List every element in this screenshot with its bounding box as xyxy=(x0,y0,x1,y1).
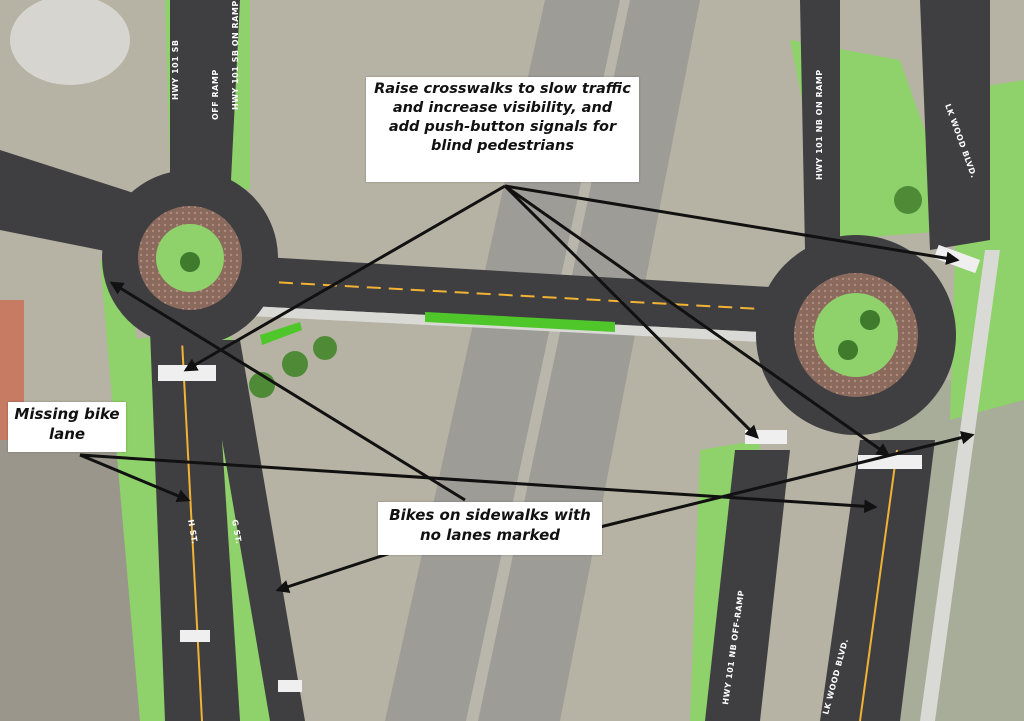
skatepark xyxy=(10,0,130,85)
east-roundabout-island xyxy=(814,293,898,377)
crosswalk-g-st xyxy=(180,630,210,642)
west-island-tree xyxy=(180,252,200,272)
arrow-sidewalk-east xyxy=(599,431,975,529)
arrow-sidewalk-west xyxy=(109,281,466,502)
lk-wood-south-road xyxy=(820,440,935,721)
overpass-bike-lane xyxy=(425,312,615,332)
hwy-101-sb-road xyxy=(170,0,240,200)
lk-wood-north-road xyxy=(920,0,990,250)
callout-crosswalks-line-3: add push-button signals for xyxy=(388,118,617,135)
callout-sidewalks-line-1: Bikes on sidewalks with xyxy=(389,506,591,524)
lk-wood-centerline xyxy=(859,449,898,721)
annotation-arrows xyxy=(79,184,975,594)
callout-bike-lane: Missing bike lane xyxy=(8,402,126,452)
crosswalk-west xyxy=(158,365,216,381)
tree-cluster-2 xyxy=(282,351,308,377)
east-sidewalk xyxy=(920,250,1000,721)
east-island-tree-2 xyxy=(838,340,858,360)
g-st-road xyxy=(205,340,305,721)
nb-on-ramp-road xyxy=(800,0,840,250)
nb-off-ramp-road xyxy=(705,450,790,721)
callout-crosswalks-line-1: Raise crosswalks to slow traffic xyxy=(374,81,631,97)
arrow-bike-lane-h-st xyxy=(79,453,191,503)
arrow-bike-lane-lk-wood xyxy=(79,453,878,514)
grass-west-strip xyxy=(100,260,170,721)
callout-sidewalks: Bikes on sidewalks with no lanes marked xyxy=(378,502,602,555)
label-sb-on-ramp: HWY 101 SB ON RAMP xyxy=(231,0,240,110)
label-g-st: G ST. xyxy=(230,519,243,545)
tree-cluster-3 xyxy=(313,336,337,360)
overpass-bike-lane-west xyxy=(260,322,302,345)
east-island-tree-1 xyxy=(860,310,880,330)
crosswalk-g-st-south xyxy=(278,680,302,692)
label-sb-off-ramp: OFF RAMP xyxy=(211,69,220,120)
callout-sidewalks-line-2: no lanes marked xyxy=(420,525,560,544)
callout-crosswalks-line-4: blind pedestrians xyxy=(431,137,574,154)
callout-crosswalks-line-2: and increase visibility, and xyxy=(392,99,613,116)
callout-crosswalks: Raise crosswalks to slow traffic and inc… xyxy=(366,77,639,182)
arrow-crosswalk-north-east xyxy=(504,184,960,265)
label-h-st: H ST. xyxy=(186,519,199,545)
callout-bike-lane-line-2: lane xyxy=(48,424,86,443)
tree-cluster-4 xyxy=(894,186,922,214)
arrow-crosswalk-south-east xyxy=(504,184,891,457)
callout-bike-lane-line-1: Missing bike xyxy=(14,405,120,423)
label-nb-on-ramp: HWY 101 NB ON RAMP xyxy=(815,69,824,180)
label-hwy101-sb: HWY 101 SB xyxy=(171,40,180,100)
arrow-crosswalk-off-ramp xyxy=(503,184,759,439)
h-st-road xyxy=(150,330,240,721)
arrow-crosswalk-west xyxy=(183,184,506,372)
